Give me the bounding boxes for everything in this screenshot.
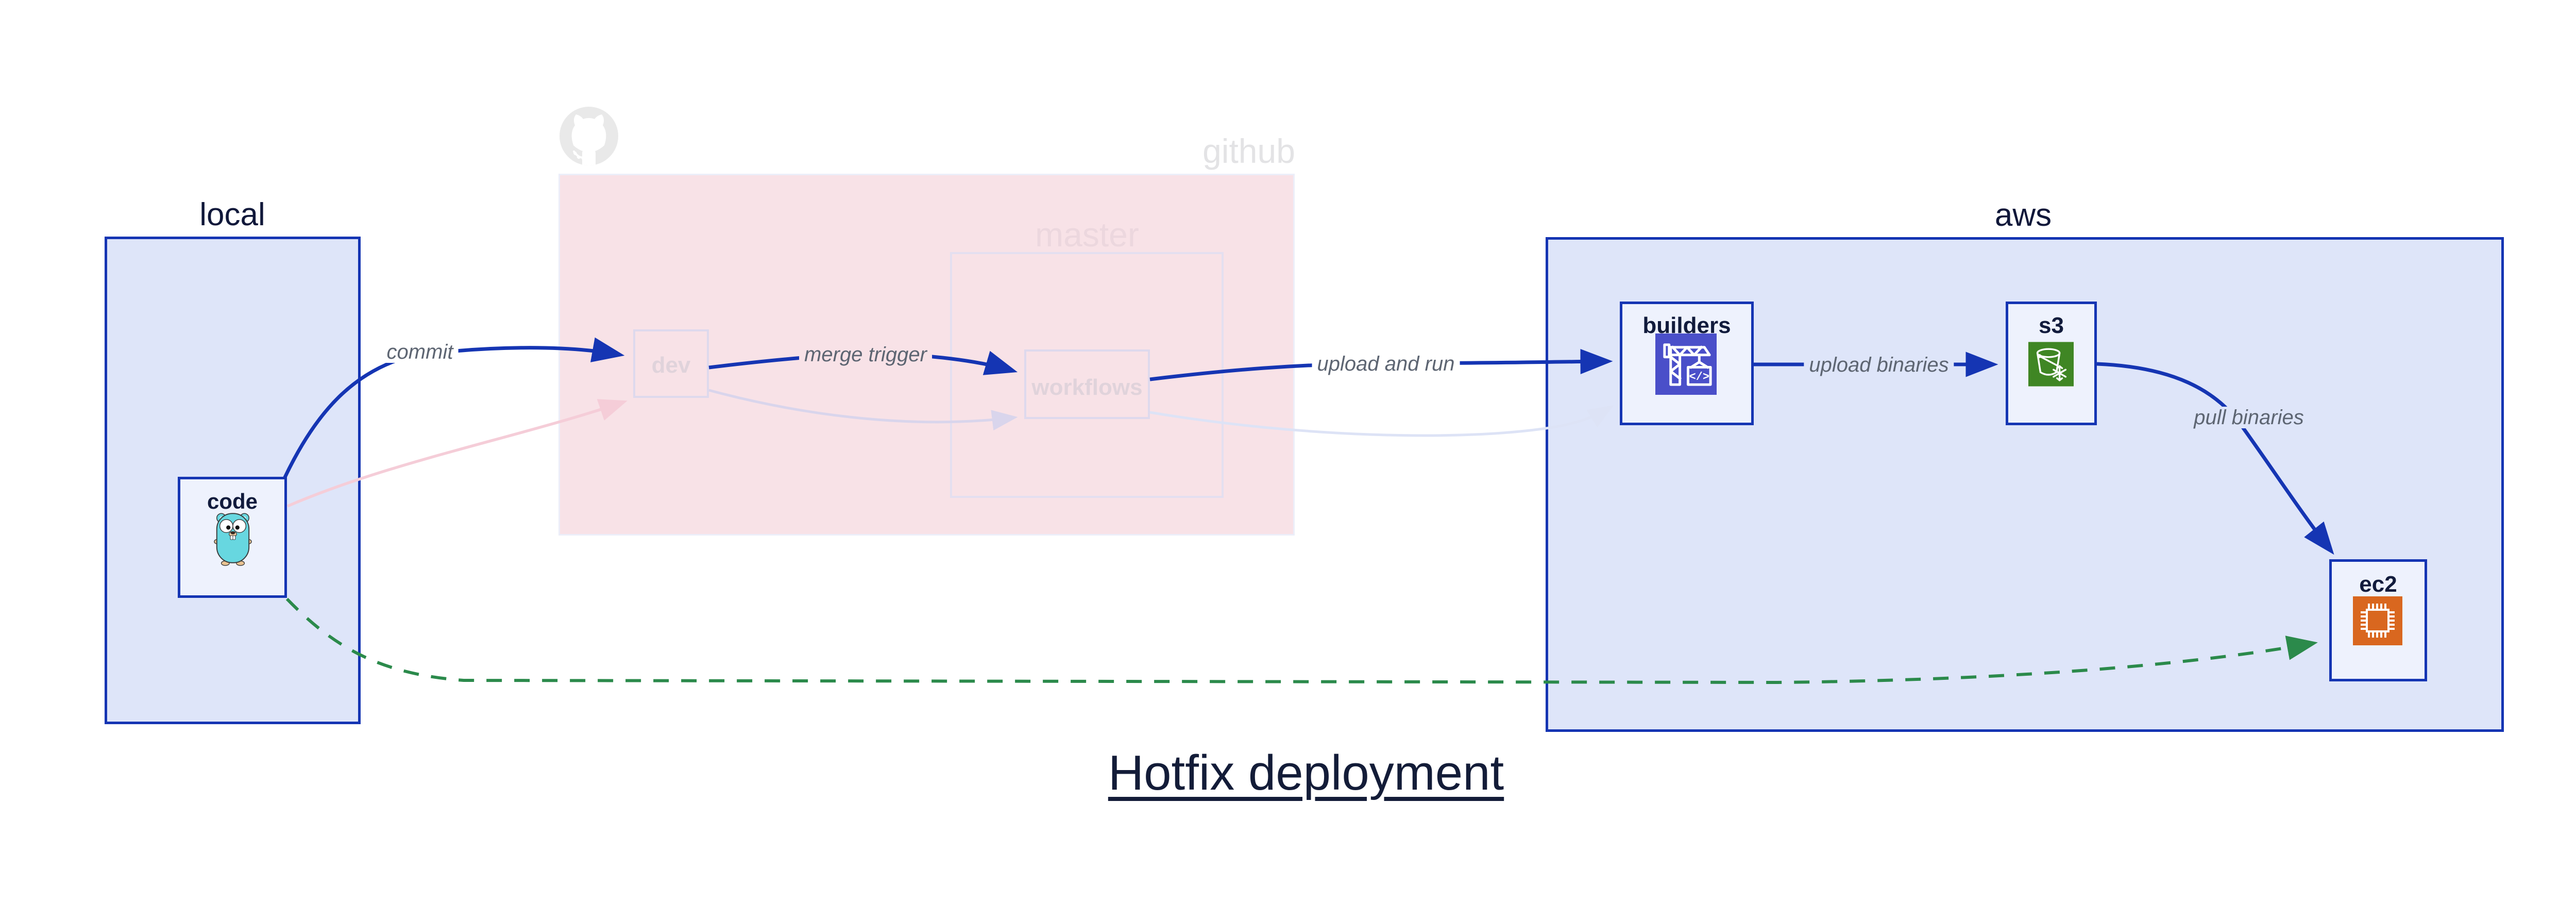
container-master-label: master xyxy=(1035,215,1139,254)
svg-text:</>: </> xyxy=(1689,371,1709,383)
github-octocat-icon xyxy=(558,105,620,170)
node-builders-label: builders xyxy=(1642,313,1731,338)
node-code-label: code xyxy=(207,489,258,513)
edge-label-pull-binaries: pull binaries xyxy=(2189,407,2309,428)
node-s3-label: s3 xyxy=(2039,313,2064,338)
edge-label-upload-and-run: upload and run xyxy=(1312,353,1460,375)
node-ec2-label: ec2 xyxy=(2359,572,2397,597)
codebuild-crane-icon: </> xyxy=(1655,333,1717,397)
go-gopher-icon xyxy=(213,509,253,570)
node-dev: dev xyxy=(633,329,709,398)
edge-label-upload-binaries: upload binaries xyxy=(1804,354,1954,376)
node-workflows-label: workflows xyxy=(1031,375,1143,400)
edge-label-merge-trigger: merge trigger xyxy=(799,344,932,365)
container-local-label: local xyxy=(199,197,265,232)
diagram-title: Hotfix deployment xyxy=(1108,745,1504,800)
ec2-chip-icon xyxy=(2353,596,2402,648)
node-workflows: workflows xyxy=(1024,349,1150,419)
s3-glacier-bucket-icon xyxy=(2028,342,2074,389)
node-code: code xyxy=(178,477,287,598)
container-aws-label: aws xyxy=(1994,197,2052,233)
node-dev-label: dev xyxy=(651,353,691,378)
container-github-label: github xyxy=(1202,132,1295,170)
edge-label-commit: commit xyxy=(381,341,459,363)
